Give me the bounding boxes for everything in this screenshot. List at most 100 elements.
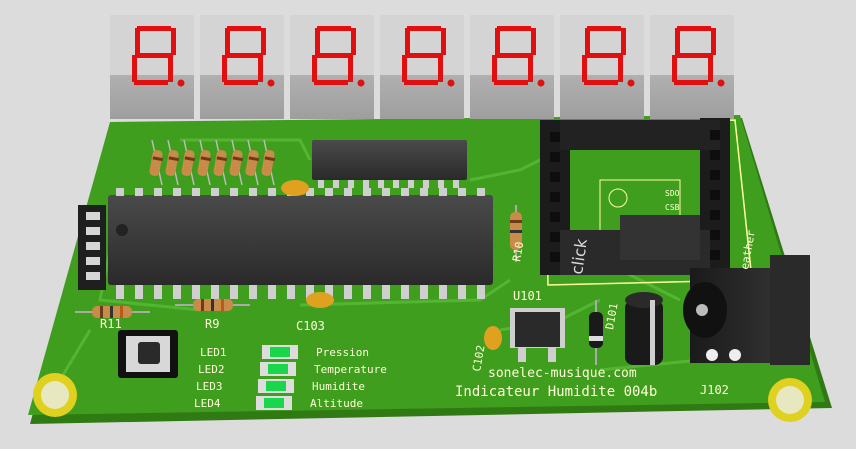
segment	[171, 28, 176, 55]
segment	[584, 80, 618, 85]
segment	[135, 28, 140, 55]
segment	[441, 28, 446, 55]
led-body	[266, 381, 286, 391]
ref-d101: D101	[603, 302, 620, 330]
ref-sdo: SDO	[665, 189, 680, 198]
ref-r11: R11	[100, 317, 122, 331]
pin-header-left	[78, 205, 106, 290]
bank-resistor	[213, 139, 227, 186]
segment	[497, 26, 531, 31]
segment	[711, 28, 716, 55]
segment	[134, 80, 168, 85]
led-ref: LED4	[194, 397, 221, 410]
segment	[621, 28, 626, 55]
resistor-r10	[510, 205, 522, 262]
segment	[261, 28, 266, 55]
led-ref: LED1	[200, 346, 227, 359]
led-body	[264, 398, 284, 408]
segment	[585, 28, 590, 55]
led-ref: LED2	[198, 363, 225, 376]
led-label: Humidite	[312, 380, 365, 393]
regulator-u101	[510, 308, 565, 362]
ref-csb: CSB	[665, 203, 680, 212]
segment	[348, 55, 353, 82]
resistor-r9	[175, 299, 250, 311]
microcontroller-ic	[108, 188, 493, 299]
push-button	[118, 330, 178, 378]
resistor-bank	[149, 139, 275, 186]
bank-resistor	[149, 139, 163, 186]
ref-c102: C102	[470, 344, 487, 372]
bank-resistor	[181, 139, 195, 186]
segment	[168, 55, 173, 82]
ref-r9: R9	[205, 317, 219, 331]
segment	[225, 28, 230, 55]
seven-segment-digit	[650, 15, 734, 119]
seven-segment-digit	[200, 15, 284, 119]
segment	[222, 55, 227, 82]
decimal-point	[447, 79, 455, 87]
segment	[312, 55, 317, 82]
segment	[315, 28, 320, 55]
segment	[708, 55, 713, 82]
capacitor-c102-body	[484, 326, 502, 350]
decimal-point	[537, 79, 545, 87]
segment	[497, 53, 531, 58]
segment	[137, 26, 171, 31]
segment	[402, 55, 407, 82]
electrolytic-capacitor	[625, 292, 663, 365]
seven-segment-digit	[560, 15, 644, 119]
decimal-point	[267, 79, 275, 87]
mounting-hole-tl	[33, 373, 77, 417]
mounting-hole-br	[768, 378, 812, 422]
led-indicators	[256, 345, 298, 410]
board-title: Indicateur Humidite 004b	[455, 384, 657, 400]
segment	[675, 28, 680, 55]
segment	[677, 53, 711, 58]
ref-click: click	[567, 237, 591, 276]
shift-register-ic	[312, 140, 467, 188]
segment	[672, 55, 677, 82]
led-body	[268, 364, 288, 374]
decimal-point	[717, 79, 725, 87]
capacitor-yellow-top	[281, 180, 309, 196]
decimal-point	[177, 79, 185, 87]
segment	[351, 28, 356, 55]
seven-segment-digit	[470, 15, 554, 119]
click-board-socket	[540, 118, 753, 286]
led-body	[270, 347, 290, 357]
dc-jack-j102	[683, 255, 810, 365]
segment	[317, 53, 351, 58]
ref-c103: C103	[296, 319, 325, 333]
segment	[492, 55, 497, 82]
seven-segment-digit	[290, 15, 374, 119]
segment	[582, 55, 587, 82]
bank-resistor	[165, 139, 179, 186]
segment	[587, 26, 621, 31]
bank-resistor	[245, 139, 259, 186]
segment	[407, 53, 441, 58]
segment	[407, 26, 441, 31]
led-label: Altitude	[310, 397, 363, 410]
segment	[677, 26, 711, 31]
bank-resistor	[229, 139, 243, 186]
segment	[258, 55, 263, 82]
diode-d101	[589, 300, 603, 365]
seven-segment-digit	[380, 15, 464, 119]
segment	[227, 26, 261, 31]
segment	[404, 80, 438, 85]
decimal-point	[627, 79, 635, 87]
ref-r10: R10	[510, 241, 526, 263]
ref-u101: U101	[513, 289, 542, 303]
segment	[528, 55, 533, 82]
segment	[618, 55, 623, 82]
led-label: Temperature	[314, 363, 387, 376]
segment	[314, 80, 348, 85]
segment	[587, 53, 621, 58]
led-ref: LED3	[196, 380, 223, 393]
segment	[531, 28, 536, 55]
ref-j102: J102	[700, 383, 729, 397]
